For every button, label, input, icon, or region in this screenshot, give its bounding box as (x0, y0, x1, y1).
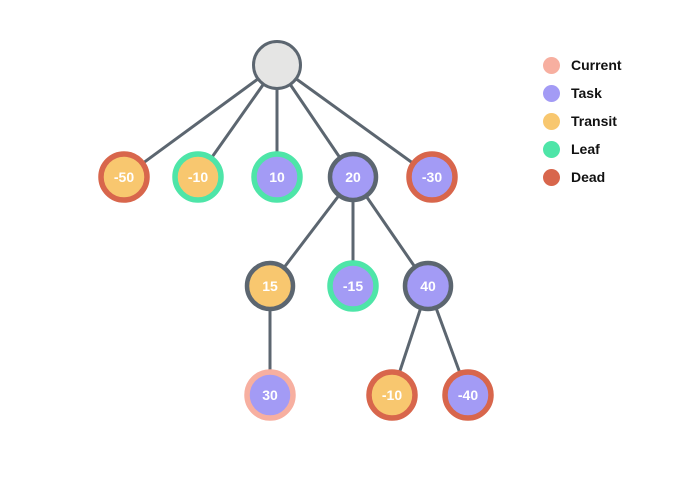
legend-item-transit: Transit (543, 113, 622, 130)
legend-label: Leaf (571, 141, 600, 157)
node-value-label: -30 (422, 169, 442, 185)
node-value-label: 40 (420, 278, 436, 294)
tree-node-40: 40 (402, 260, 454, 312)
tree-node--40: -40 (442, 369, 494, 421)
tree-node--10: -10 (172, 151, 224, 203)
legend-swatch-leaf (543, 141, 560, 158)
tree-node--15: -15 (327, 260, 379, 312)
node-value-label: 10 (269, 169, 285, 185)
tree-node--10: -10 (366, 369, 418, 421)
node-circle (98, 151, 150, 203)
node-value-label: 30 (262, 387, 278, 403)
legend-swatch-transit (543, 113, 560, 130)
tree-edge-root-n5 (276, 63, 433, 179)
legend-swatch-dead (543, 169, 560, 186)
tree-node--30: -30 (406, 151, 458, 203)
legend-label: Current (571, 57, 622, 73)
node-circle (327, 260, 379, 312)
legend-item-current: Current (543, 57, 622, 74)
tree-node-15: 15 (244, 260, 296, 312)
tree-node-30: 30 (244, 369, 296, 421)
node-circle (244, 369, 296, 421)
node-value-label: -50 (114, 169, 134, 185)
node-circle (442, 369, 494, 421)
legend-label: Task (571, 85, 602, 101)
node-circle (252, 40, 302, 90)
tree-node-10: 10 (251, 151, 303, 203)
node-value-label: -10 (188, 169, 208, 185)
legend-item-leaf: Leaf (543, 141, 622, 158)
legend-item-task: Task (543, 85, 622, 102)
node-circle (406, 151, 458, 203)
tree-node--50: -50 (98, 151, 150, 203)
tree-edge-root-n1 (123, 63, 278, 179)
node-value-label: -15 (343, 278, 363, 294)
tree-node-20: 20 (327, 151, 379, 203)
node-circle (244, 260, 296, 312)
node-value-label: 20 (345, 169, 361, 185)
node-circle (366, 369, 418, 421)
node-circle (402, 260, 454, 312)
node-circle (172, 151, 224, 203)
tree-node-root (252, 40, 302, 90)
legend-label: Transit (571, 113, 617, 129)
node-circle (327, 151, 379, 203)
node-circle (251, 151, 303, 203)
node-value-label: -10 (382, 387, 402, 403)
legend-swatch-current (543, 57, 560, 74)
legend-label: Dead (571, 169, 606, 185)
node-value-label: -40 (458, 387, 478, 403)
legend-item-dead: Dead (543, 169, 622, 186)
legend-swatch-task (543, 85, 560, 102)
node-value-label: 15 (262, 278, 278, 294)
